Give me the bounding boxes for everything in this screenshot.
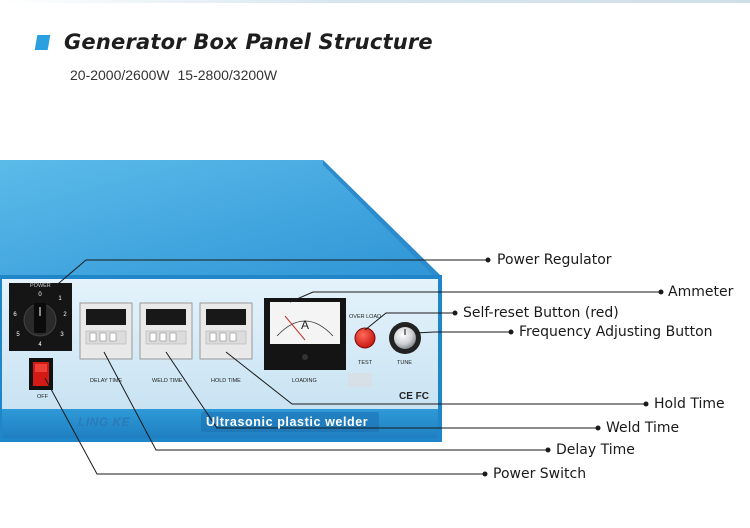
device-top-surface — [0, 160, 440, 275]
tune-label: TUNE — [397, 360, 412, 366]
page-subtitle: 20-2000/2600W 15-2800/3200W — [70, 67, 278, 83]
ammeter-needle — [284, 315, 306, 341]
callout-self-reset-button: Self-reset Button (red) — [463, 305, 619, 321]
device-side-edge — [323, 160, 440, 282]
power-regulator-pointer — [34, 303, 46, 333]
delay-timer — [79, 302, 133, 360]
power-dial-number: 4 — [38, 342, 42, 348]
callout-lines — [44, 259, 661, 475]
quality-seal — [348, 373, 372, 387]
loading-label: LOADING — [292, 378, 317, 384]
frequency-knob — [394, 327, 416, 349]
callout-power-regulator: Power Regulator — [497, 252, 612, 268]
ammeter-unit: A — [301, 318, 310, 332]
weld-timer — [139, 302, 193, 360]
power-dial-number: 3 — [60, 332, 64, 338]
power-label: POWER — [30, 283, 51, 289]
callout-delay-time: Delay Time — [556, 442, 635, 458]
delay-time-label: DELAY TIME — [90, 378, 123, 384]
over-load-label: OVER LOAD — [349, 314, 382, 320]
callout-power-switch: Power Switch — [493, 466, 587, 482]
ammeter-face — [270, 302, 340, 344]
callout-hold-time: Hold Time — [654, 396, 725, 412]
page-title: Generator Box Panel Structure — [64, 30, 433, 54]
callout-dots — [452, 257, 664, 477]
power-dial-number: 6 — [13, 312, 17, 318]
top-decor-line — [0, 0, 750, 3]
power-dial-number: 5 — [16, 332, 20, 338]
machine-name-plate — [201, 412, 379, 432]
off-label: OFF — [37, 394, 48, 400]
hold-timer — [199, 302, 253, 360]
weld-time-label: WELD TIME — [152, 378, 183, 384]
power-dial-number: 2 — [63, 312, 67, 318]
self-reset-button — [354, 327, 376, 349]
callout-weld-time: Weld Time — [606, 420, 680, 436]
callout-frequency-adjusting-button: Frequency Adjusting Button — [519, 324, 713, 340]
power-dial-number: 0 — [38, 292, 42, 298]
test-label: TEST — [358, 360, 373, 366]
machine-name: Ultrasonic plastic welder — [206, 415, 369, 429]
ammeter-scale — [276, 320, 334, 337]
header: Generator Box Panel Structure — [34, 30, 433, 54]
ce-fcc-mark: CE FC — [399, 391, 429, 402]
power-dial-number: 1 — [58, 296, 62, 302]
brand-logo: LING KE — [78, 415, 131, 429]
callout-ammeter: Ammeter — [668, 284, 734, 300]
hold-time-label: HOLD TIME — [211, 378, 241, 384]
